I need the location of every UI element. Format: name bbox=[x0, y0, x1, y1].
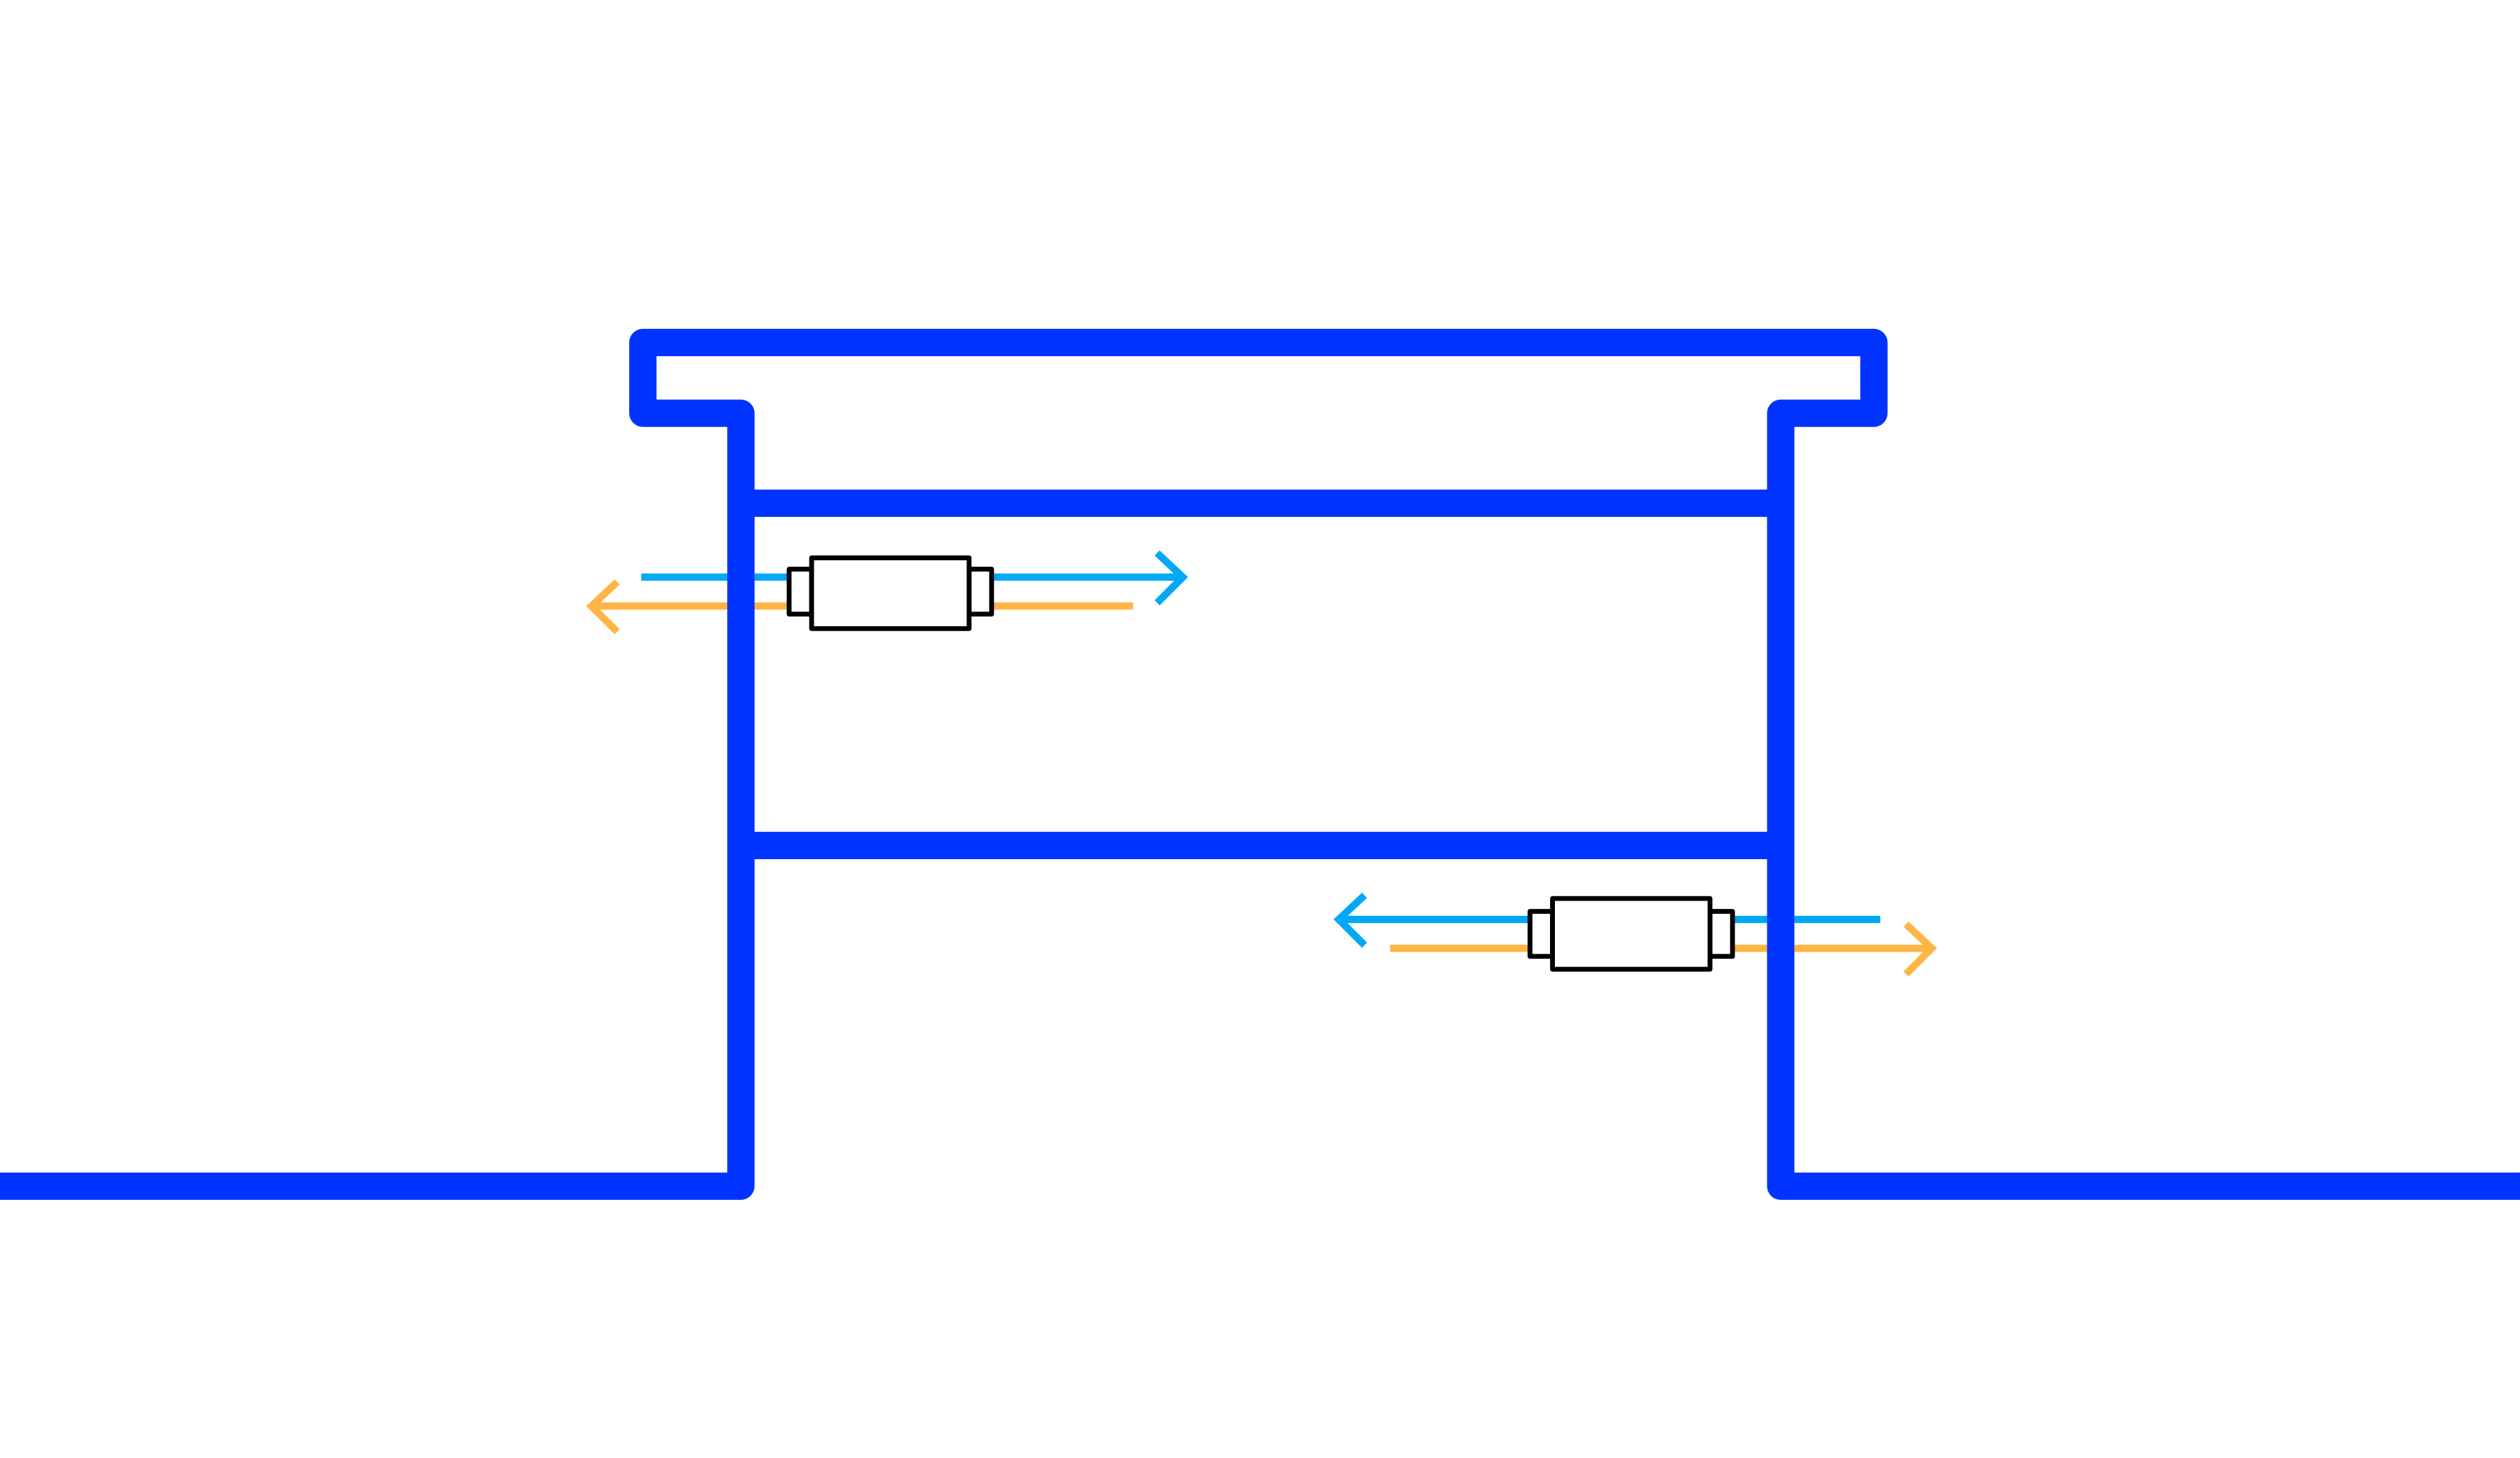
cylinder-component-icon bbox=[1528, 896, 1735, 972]
blue-arrowhead-right-icon bbox=[1154, 550, 1188, 606]
structure-outline bbox=[0, 328, 2520, 1200]
orange-arrowhead-left-icon bbox=[586, 579, 620, 635]
blue-arrowhead-left-icon bbox=[1333, 892, 1368, 948]
structure bbox=[0, 328, 2520, 1200]
orange-arrowhead-right-icon bbox=[1904, 922, 1937, 977]
cylinder-component-icon bbox=[786, 555, 995, 631]
